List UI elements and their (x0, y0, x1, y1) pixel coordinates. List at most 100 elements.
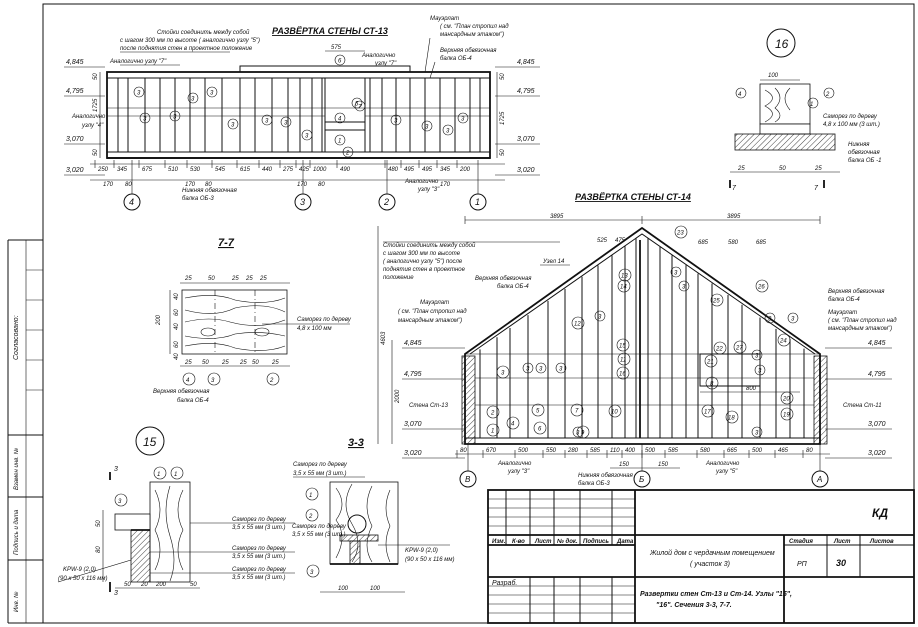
ct14-mark-10: 10 (611, 410, 618, 416)
node15-mark-3: 3 (118, 499, 122, 505)
stamp-sheet: 30 (836, 558, 846, 568)
ct13-level-right-3070: 3,070 (517, 136, 535, 143)
ct13-mark-3: 3 (231, 123, 235, 129)
ct14-dim-bottom: 465 (778, 448, 789, 454)
ct13-level-left-4795: 4,795 (66, 88, 84, 95)
ct13-dim-b1: 440 (262, 167, 273, 173)
ct13-axis-3: 3 (300, 197, 305, 207)
stamp-project2: ( участок 3) (690, 561, 730, 568)
stamp-sheet-label: Лист (833, 539, 851, 545)
ct13-mark-3: 3 (143, 117, 147, 123)
ct13-axis-1: 1 (475, 197, 480, 207)
ct13-analog4b: узлу "4" (81, 123, 104, 129)
ct14-level-left-4795: 4,795 (404, 371, 422, 378)
ct14-dim-150b: 150 (658, 462, 669, 468)
ct14-mark-27: 27 (735, 346, 743, 352)
node15-note2: 3,5 x 55 мм (3 шт.) (232, 525, 286, 531)
ct14-title: РАЗВЁРТКА СТЕНЫ СТ-14 (575, 192, 691, 202)
section77-dim-bottom: 50 (252, 360, 259, 366)
ct13-dim-50a: 50 (93, 73, 99, 80)
ct13-dim-50c: 50 (500, 73, 506, 80)
section77-dim-bottom: 25 (184, 360, 192, 366)
node-16: 16 100 4 2 1 Саморез по дереву 4,8 x 100… (729, 28, 881, 192)
ct13-level-left-3020: 3,020 (66, 167, 84, 174)
node15-note1: Саморез по дереву (232, 517, 287, 523)
sheet-frame (42, 3, 915, 624)
ct13-opening (324, 77, 366, 153)
ct14-note-studs5: положение (383, 275, 414, 281)
ct13-mauerlat3: мансардным этажом") (440, 32, 504, 38)
ct13-mark-3: 3 (284, 121, 288, 127)
node15-beam (114, 513, 151, 531)
ct14-mark-16: 16 (619, 372, 626, 378)
node16-lower-beam (734, 133, 836, 151)
node16-mark-4: 4 (738, 92, 742, 98)
stamp-col-doc: № док. (556, 538, 578, 545)
ct13-analog3a: Аналогично (404, 179, 439, 185)
ct14-mark-1: 1 (491, 429, 494, 435)
node15-note4: 3,5 x 55 мм (3 шт.) (232, 554, 286, 560)
ct14-dim-bottom: 500 (752, 448, 763, 454)
ct14-dim-top: 525 (597, 238, 608, 244)
ct14-note-studs3: ( аналогично узлу "5") после (383, 259, 463, 265)
ct14-dim-top: 685 (698, 240, 709, 246)
section33-note2: 3,5 x 55 мм (3 шт.) (293, 471, 347, 477)
ct13-note1: Стойки соединить между собой (157, 29, 250, 36)
ct14-mauerlat-left3: мансардным этажом") (398, 318, 462, 324)
ct14-levels-right: 4,845 4,795 3,070 3,020 (825, 340, 892, 459)
ct13-axis-2: 2 (383, 197, 389, 207)
ct14-dim-top: 475 (615, 238, 626, 244)
ct14-mauerlat-right3: мансардным этажом") (828, 326, 892, 332)
node16-mark-2: 2 (825, 92, 830, 98)
ct13-mark-3: 3 (191, 97, 195, 103)
ct14-mark-3: 3 (559, 367, 563, 373)
ct14-mark-3: 3 (682, 285, 686, 291)
node16-dim-b2: 50 (779, 166, 786, 172)
node16-section-left: 7 (732, 185, 737, 192)
ct14-analog3b: узлу "3" (507, 469, 530, 475)
ct14-node14: Узел 14 (542, 259, 565, 265)
ct13-analog3b: узлу "3" (417, 187, 440, 193)
ct14-mark-3: 3 (755, 431, 759, 437)
section33-note3: Саморез по дереву (292, 524, 347, 530)
ct13-dim-b1: 545 (215, 167, 226, 173)
section77-title: 7-7 (218, 237, 235, 249)
ct13-dim-b1: 250 (97, 167, 109, 173)
node15-id: 15 (143, 435, 157, 449)
ct13-mark-3: 3 (210, 91, 214, 97)
ct13-mark-6: 6 (338, 59, 342, 65)
ct14-height-lower: 2000 (395, 389, 401, 404)
sidebar: Согласовано: Взамен инв. № Подпись и дат… (7, 239, 43, 624)
ct13-dim-b1: 1000 (313, 167, 327, 173)
node16-note4: обвязочная (848, 150, 880, 156)
node15-mark-1b: 1 (174, 472, 177, 478)
ct14-level-left-3070: 3,070 (404, 421, 422, 428)
section77-beam (181, 289, 288, 355)
ct13-mauerlat2: ( см. "План стропил над (440, 24, 509, 30)
ct14-mark-20: 20 (782, 397, 790, 403)
ct13-title: РАЗВЁРТКА СТЕНЫ СТ-13 (272, 26, 388, 36)
ct14-note-studs2: с шагом 300 мм по высоте (383, 251, 461, 257)
node16-dim-top: 100 (768, 73, 779, 79)
ct14-mark-3: 3 (791, 317, 795, 323)
section33-note4: 3,5 x 55 мм (3 шт.) (292, 532, 346, 538)
stamp-col-sign: Подпись (583, 539, 609, 545)
ct14-mark-7: 7 (575, 409, 579, 415)
ct13-mark-2: 2 (345, 151, 350, 157)
ct14-level-right-4795: 4,795 (868, 371, 886, 378)
node15-kpw2: (90 x 50 x 116 мм) (58, 576, 107, 582)
ct14-dim-bottom: 665 (727, 448, 738, 454)
node15-section-top: 3 (114, 466, 118, 473)
ct13-mark-7: 7 (358, 105, 362, 111)
ct14-mark-6: 6 (538, 427, 542, 433)
ct14-mark-2: 2 (490, 411, 495, 417)
stamp-project1: Жилой дом с чердачным помещением (649, 549, 775, 557)
ct14-dim-top: 685 (756, 240, 767, 246)
node15-dim-b20: 20 (140, 582, 148, 588)
ct13-dim-b1: 675 (142, 167, 153, 173)
